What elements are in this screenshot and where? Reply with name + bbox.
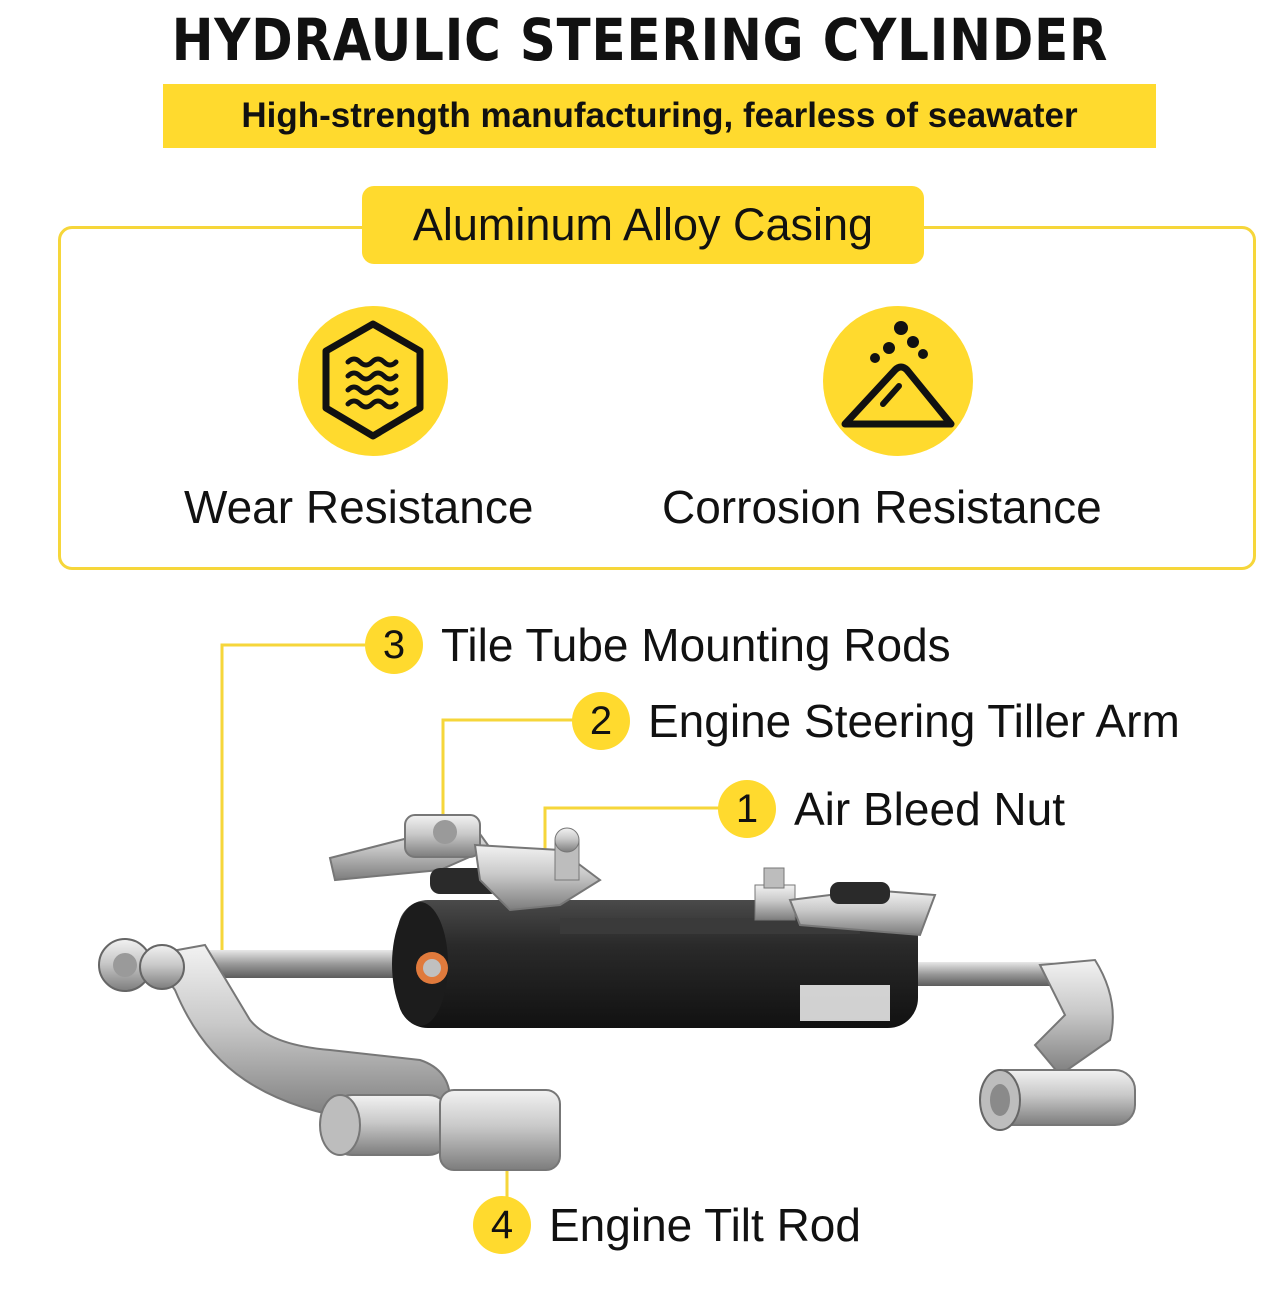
hexagon-waves-icon [298,306,448,456]
callout-number-badge: 1 [718,780,776,838]
subtitle-banner: High-strength manufacturing, fearless of… [163,84,1156,148]
wear-resistance-label: Wear Resistance [184,481,534,533]
callout-label: Engine Tilt Rod [549,1199,861,1251]
subtitle-text: High-strength manufacturing, fearless of… [241,96,1078,135]
callout-label: Engine Steering Tiller Arm [648,695,1180,747]
callout-number-badge: 4 [473,1196,531,1254]
callout-3: 3 Tile Tube Mounting Rods [365,616,951,674]
callout-label: Air Bleed Nut [794,783,1066,835]
corrosion-pile-icon [823,306,973,456]
casing-heading: Aluminum Alloy Casing [412,199,874,250]
right-rod-shape [900,962,1060,986]
callout-number-badge: 2 [572,692,630,750]
page-title: HYDRAULIC STEERING CYLINDER [171,6,1109,74]
callout-number-badge: 3 [365,616,423,674]
callout-label: Tile Tube Mounting Rods [441,619,951,671]
callout-2: 2 Engine Steering Tiller Arm [572,692,1180,750]
corrosion-resistance-label: Corrosion Resistance [662,481,1102,533]
callout-1: 1 Air Bleed Nut [718,780,1065,838]
casing-heading-pill: Aluminum Alloy Casing [362,186,924,264]
callout-4: 4 Engine Tilt Rod [473,1196,861,1254]
